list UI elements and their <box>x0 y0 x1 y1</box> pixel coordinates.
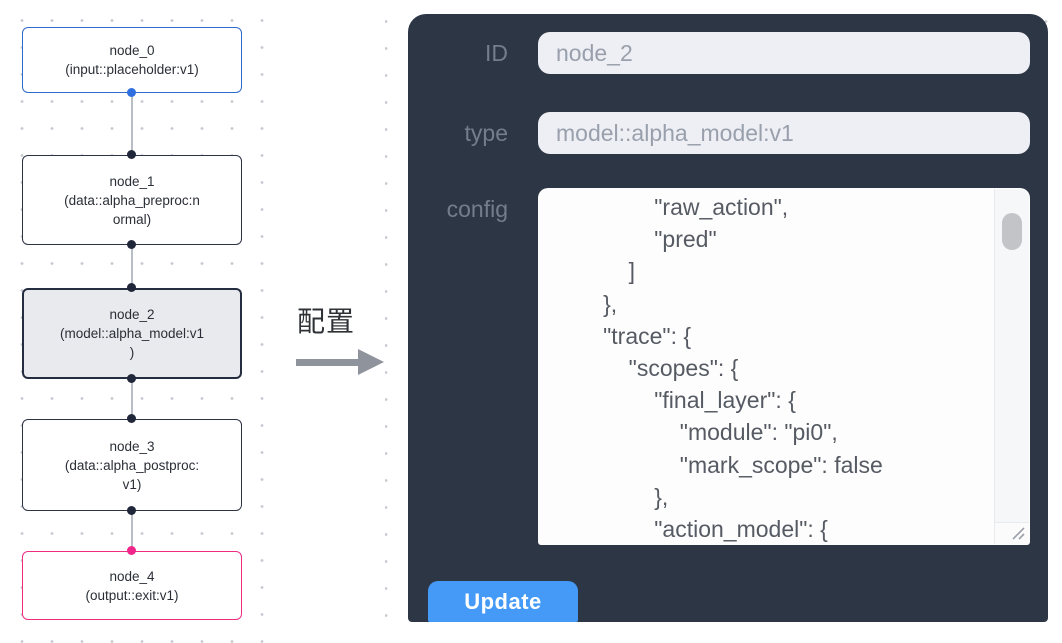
config-field-label: config <box>446 196 508 222</box>
flow-node-3[interactable]: node_3 (data::alpha_postproc: v1) <box>22 419 242 511</box>
node-subtitle: (data::alpha_postproc: <box>64 457 200 473</box>
update-button[interactable]: Update <box>428 581 578 622</box>
configure-label: 配置 <box>296 306 355 337</box>
port-node2-output[interactable] <box>127 374 136 383</box>
port-node3-output[interactable] <box>127 506 136 515</box>
flow-node-0[interactable]: node_0 (input::placeholder:v1) <box>22 27 242 93</box>
port-node0-output[interactable] <box>127 88 136 97</box>
node-subtitle: v1) <box>122 476 142 492</box>
id-input[interactable] <box>538 32 1030 74</box>
configure-annotation: 配置 <box>288 300 388 375</box>
edge-node0-node1 <box>131 93 133 155</box>
config-scrollbar-thumb[interactable] <box>1002 213 1022 250</box>
flow-canvas[interactable]: node_0 (input::placeholder:v1) node_1 (d… <box>0 0 266 643</box>
port-node4-input[interactable] <box>127 546 136 555</box>
node-title: node_1 <box>109 173 155 189</box>
node-title: node_4 <box>109 568 155 584</box>
config-scroll-corner <box>994 522 1029 544</box>
node-config-panel: ID type config "raw_action", "pred" ] },… <box>408 14 1048 622</box>
port-node1-output[interactable] <box>127 240 136 249</box>
edge-node3-node4 <box>131 511 133 551</box>
port-node2-input[interactable] <box>127 283 136 292</box>
node-title: node_3 <box>109 438 155 454</box>
node-title: node_2 <box>109 307 155 322</box>
edge-node2-node3 <box>131 379 133 419</box>
flow-node-2-selected[interactable]: node_2 (model::alpha_model:v1 ) <box>22 288 242 379</box>
resize-handle-icon[interactable] <box>1009 524 1027 542</box>
type-field-label: type <box>464 120 508 146</box>
flow-node-1[interactable]: node_1 (data::alpha_preproc:n ormal) <box>22 155 242 245</box>
id-field-label: ID <box>485 40 508 66</box>
node-subtitle: (input::placeholder:v1) <box>65 62 199 77</box>
node-subtitle: ) <box>129 345 135 360</box>
flow-node-4[interactable]: node_4 (output::exit:v1) <box>22 551 242 620</box>
port-node3-input[interactable] <box>127 414 136 423</box>
type-input[interactable] <box>538 112 1030 154</box>
node-subtitle: (data::alpha_preproc:n <box>64 192 200 208</box>
node-subtitle: (model::alpha_model:v1 <box>59 326 205 341</box>
node-title: node_0 <box>109 43 155 58</box>
edge-node1-node2 <box>131 245 133 288</box>
right-arrow-icon <box>288 349 388 375</box>
node-subtitle: (output::exit:v1) <box>85 587 179 603</box>
config-json-text[interactable]: "raw_action", "pred" ] }, "trace": { "sc… <box>603 194 883 543</box>
config-scrollbar-track[interactable] <box>994 189 1029 522</box>
node-subtitle: ormal) <box>112 211 152 227</box>
config-textarea[interactable]: "raw_action", "pred" ] }, "trace": { "sc… <box>538 188 1030 545</box>
port-node1-input[interactable] <box>127 150 136 159</box>
